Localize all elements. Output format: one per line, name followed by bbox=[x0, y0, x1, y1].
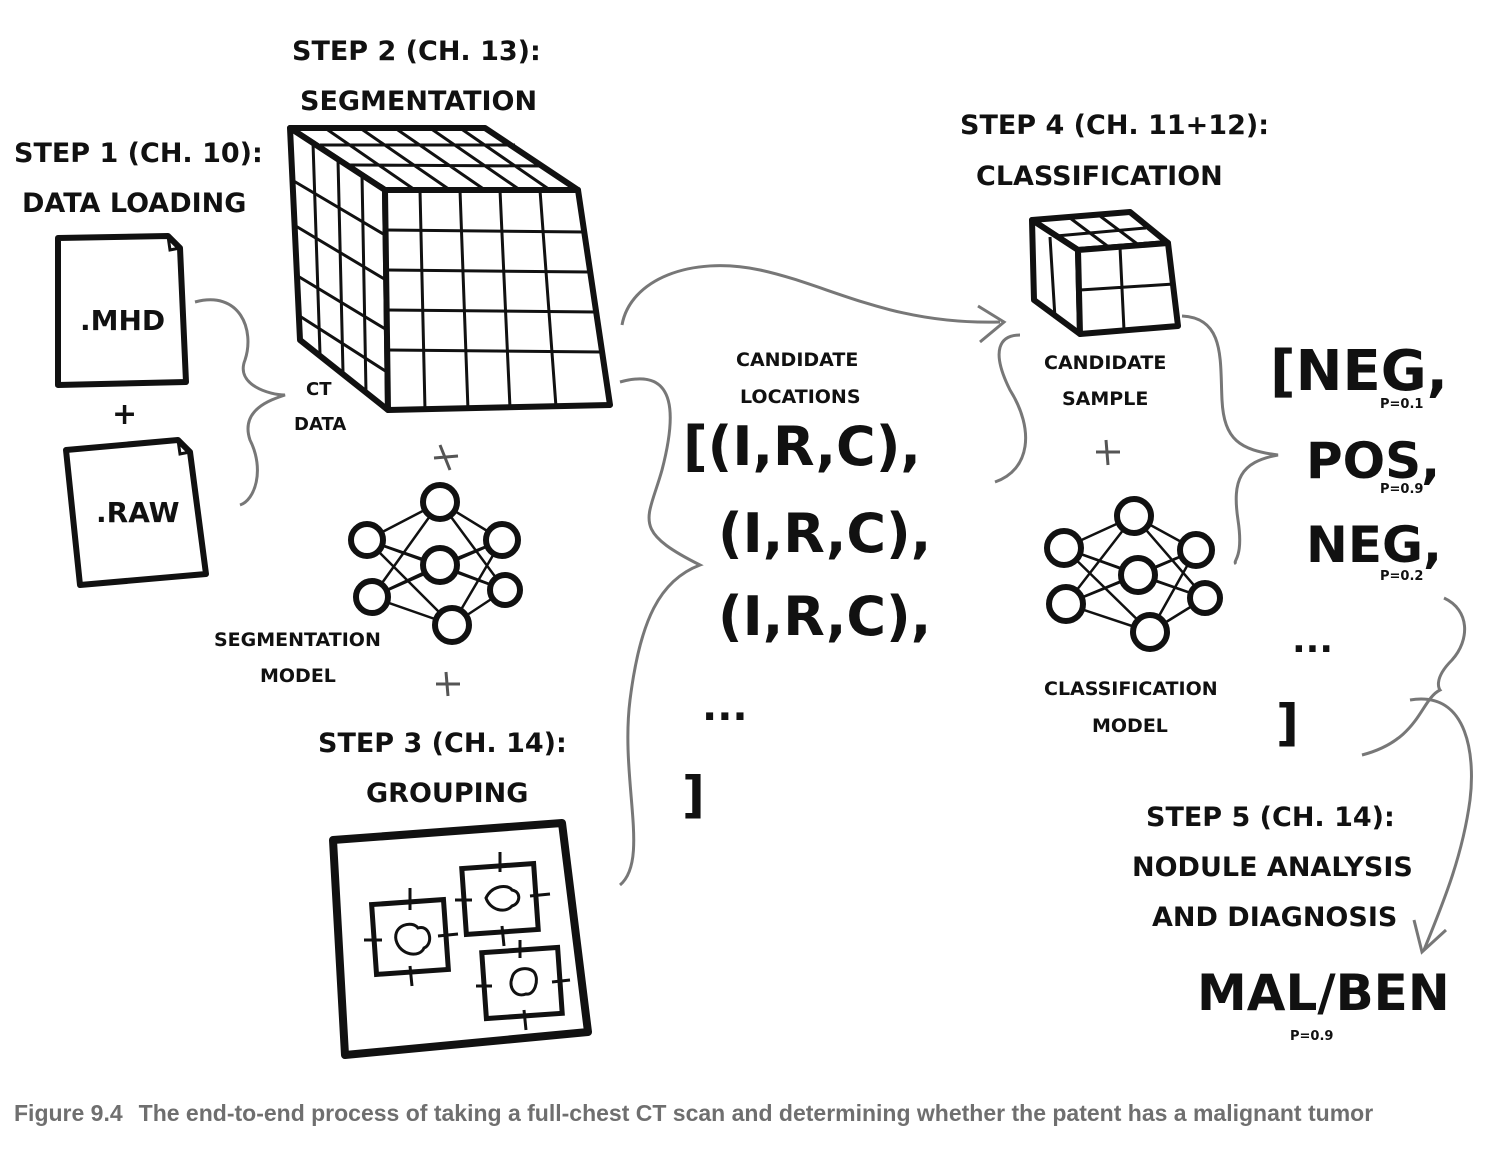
results-close-bracket: ] bbox=[1276, 694, 1299, 752]
step1-plus: + bbox=[112, 397, 137, 432]
pipeline-diagram: STEP 1 (CH. 10): DATA LOADING .MHD + .RA… bbox=[14, 36, 1473, 1059]
candidate-locations-label-line1: CANDIDATE bbox=[736, 349, 858, 371]
candidates-ellipsis: ... bbox=[702, 684, 748, 730]
step1-title-line2: DATA LOADING bbox=[22, 188, 246, 219]
result-label-2: POS, bbox=[1306, 432, 1440, 490]
grouping-panel bbox=[329, 819, 592, 1059]
result-prob-1: P=0.1 bbox=[1380, 397, 1423, 412]
step1-title-line1: STEP 1 (CH. 10): bbox=[14, 138, 263, 169]
step5-title-line3: AND DIAGNOSIS bbox=[1152, 902, 1397, 933]
to-diagnosis-arrow bbox=[1409, 697, 1473, 951]
to-classification-arrow bbox=[620, 264, 1001, 326]
diagnosis-label: MAL/BEN bbox=[1197, 964, 1450, 1022]
step2-title-line1: STEP 2 (CH. 13): bbox=[292, 36, 541, 67]
figure-label: Figure 9.4 bbox=[14, 1100, 123, 1126]
results-brace bbox=[1181, 314, 1279, 566]
diagnosis-brace bbox=[1361, 596, 1466, 757]
candidate-row-1: [(I,R,C), bbox=[683, 415, 921, 478]
raw-file-icon bbox=[63, 437, 209, 588]
cls-model-line1: CLASSIFICATION bbox=[1044, 678, 1218, 700]
list-to-sample-curve bbox=[994, 333, 1028, 484]
step3-title-line2: GROUPING bbox=[366, 778, 528, 809]
seg-plus-bottom bbox=[436, 671, 460, 697]
step4-title-line2: CLASSIFICATION bbox=[976, 161, 1223, 192]
step2-title-line2: SEGMENTATION bbox=[300, 86, 537, 117]
step5-title-line1: STEP 5 (CH. 14): bbox=[1146, 802, 1395, 833]
step4-title-line1: STEP 4 (CH. 11+12): bbox=[960, 110, 1269, 141]
candidates-brace bbox=[618, 377, 704, 887]
figure-caption-text: The end-to-end process of taking a full-… bbox=[138, 1100, 1374, 1126]
raw-file-label: .RAW bbox=[96, 496, 180, 529]
seg-plus-top bbox=[433, 444, 459, 471]
figure-caption: Figure 9.4 The end-to-end process of taki… bbox=[14, 1096, 1474, 1130]
seg-model-line1: SEGMENTATION bbox=[214, 629, 381, 651]
result-label-3: NEG, bbox=[1306, 516, 1442, 574]
result-prob-2: P=0.9 bbox=[1380, 482, 1423, 497]
ct-label-line1: CT bbox=[306, 379, 332, 400]
candidates-close-bracket: ] bbox=[682, 766, 705, 824]
mhd-file-label: .MHD bbox=[80, 304, 165, 337]
step3-title-line1: STEP 3 (CH. 14): bbox=[318, 728, 567, 759]
candidate-sample-cube bbox=[1029, 209, 1181, 337]
ct-volume-cube bbox=[287, 125, 613, 413]
segmentation-network-icon bbox=[348, 482, 523, 645]
result-label-1: [NEG, bbox=[1270, 339, 1448, 404]
candidate-locations-label-line2: LOCATIONS bbox=[740, 386, 861, 408]
classification-network-icon bbox=[1044, 496, 1223, 652]
result-prob-3: P=0.2 bbox=[1380, 569, 1423, 584]
step5-title-line2: NODULE ANALYSIS bbox=[1132, 852, 1413, 883]
results-ellipsis: ... bbox=[1292, 620, 1333, 661]
mhd-file-icon bbox=[55, 233, 189, 388]
candidate-row-3: (I,R,C), bbox=[718, 585, 931, 648]
arrowhead-icon bbox=[977, 304, 1007, 344]
candidate-sample-line1: CANDIDATE bbox=[1044, 352, 1166, 374]
files-merge-brace bbox=[194, 298, 286, 507]
cls-plus bbox=[1096, 439, 1120, 466]
diagnosis-prob: P=0.9 bbox=[1290, 1029, 1333, 1044]
seg-model-line2: MODEL bbox=[260, 665, 336, 687]
cls-model-line2: MODEL bbox=[1092, 715, 1168, 737]
ct-label-line2: DATA bbox=[294, 414, 346, 435]
candidate-sample-line2: SAMPLE bbox=[1062, 388, 1148, 410]
arrowhead-icon-2 bbox=[1412, 919, 1448, 955]
candidate-row-2: (I,R,C), bbox=[718, 502, 931, 565]
